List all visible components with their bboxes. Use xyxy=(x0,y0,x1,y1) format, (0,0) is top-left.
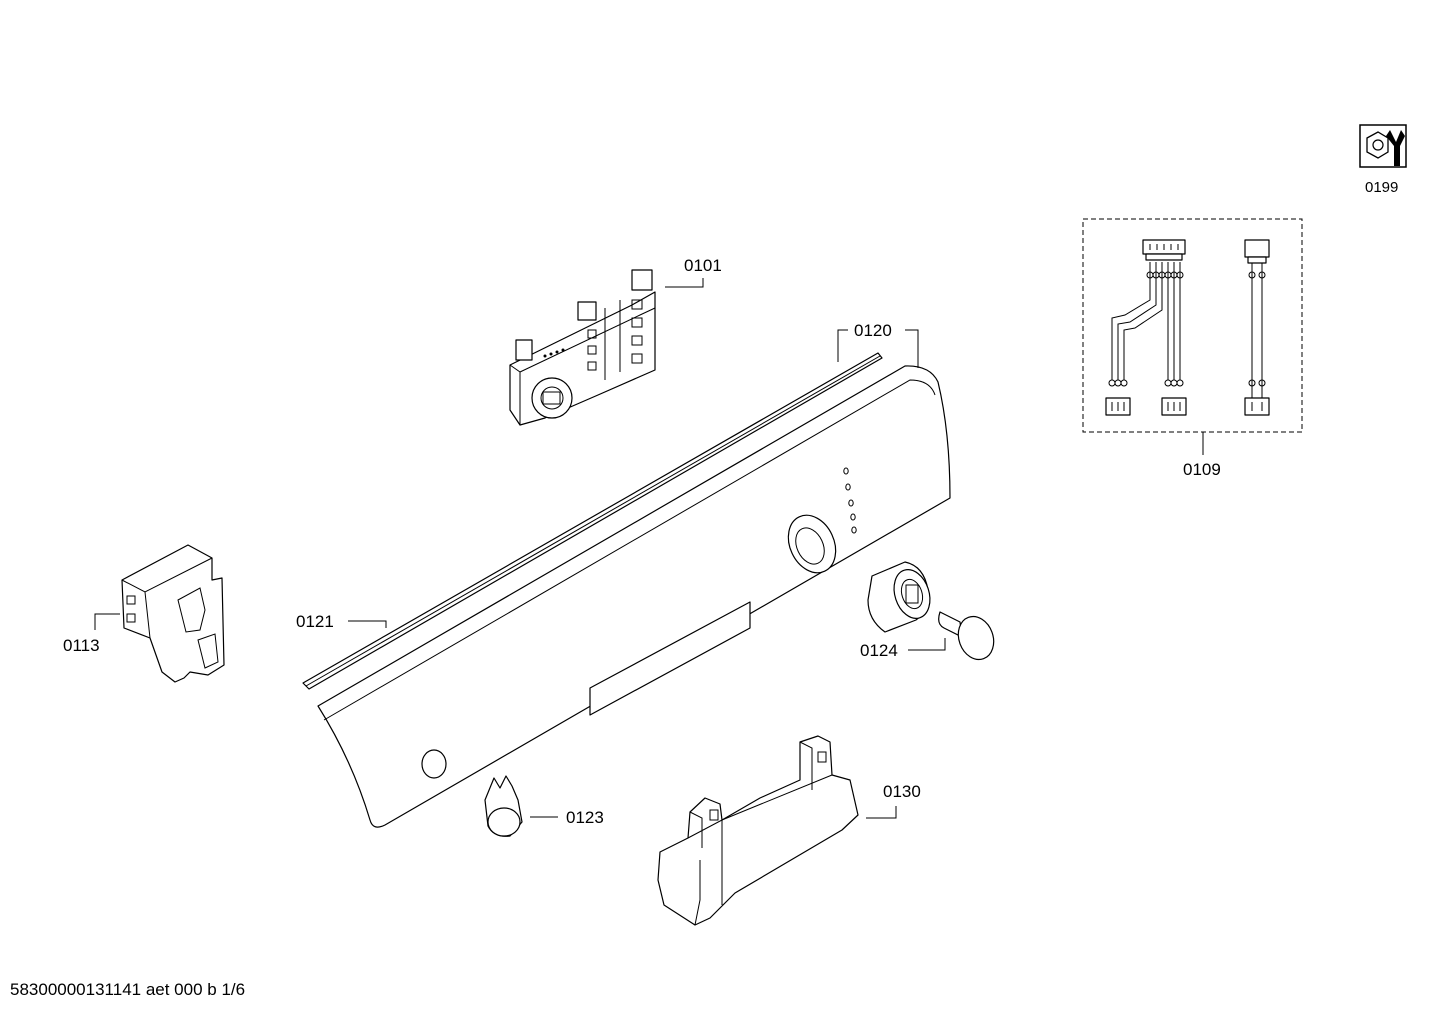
label-0109: 0109 xyxy=(1183,460,1221,479)
trim-strip-0121 xyxy=(302,352,883,690)
cable-holder-0130 xyxy=(657,735,859,926)
label-0199: 0199 xyxy=(1365,179,1398,196)
wiring-harness-0109 xyxy=(1082,218,1303,433)
front-panel-0120 xyxy=(317,365,951,828)
control-module-0101 xyxy=(509,269,656,426)
bracket-0113 xyxy=(121,544,225,683)
label-0101: 0101 xyxy=(684,256,722,275)
label-0124: 0124 xyxy=(860,641,898,660)
service-kit-icon xyxy=(1359,124,1407,168)
label-0130: 0130 xyxy=(883,782,921,801)
push-button-0123 xyxy=(484,775,523,837)
label-0120: 0120 xyxy=(854,321,892,340)
knob-0124 xyxy=(867,561,931,633)
label-0123: 0123 xyxy=(566,808,604,827)
label-0113: 0113 xyxy=(63,636,100,655)
label-0121: 0121 xyxy=(296,612,334,631)
document-code: 58300000131141 aet 000 b 1/6 xyxy=(10,980,246,999)
knob-cap-0124 xyxy=(938,611,995,661)
